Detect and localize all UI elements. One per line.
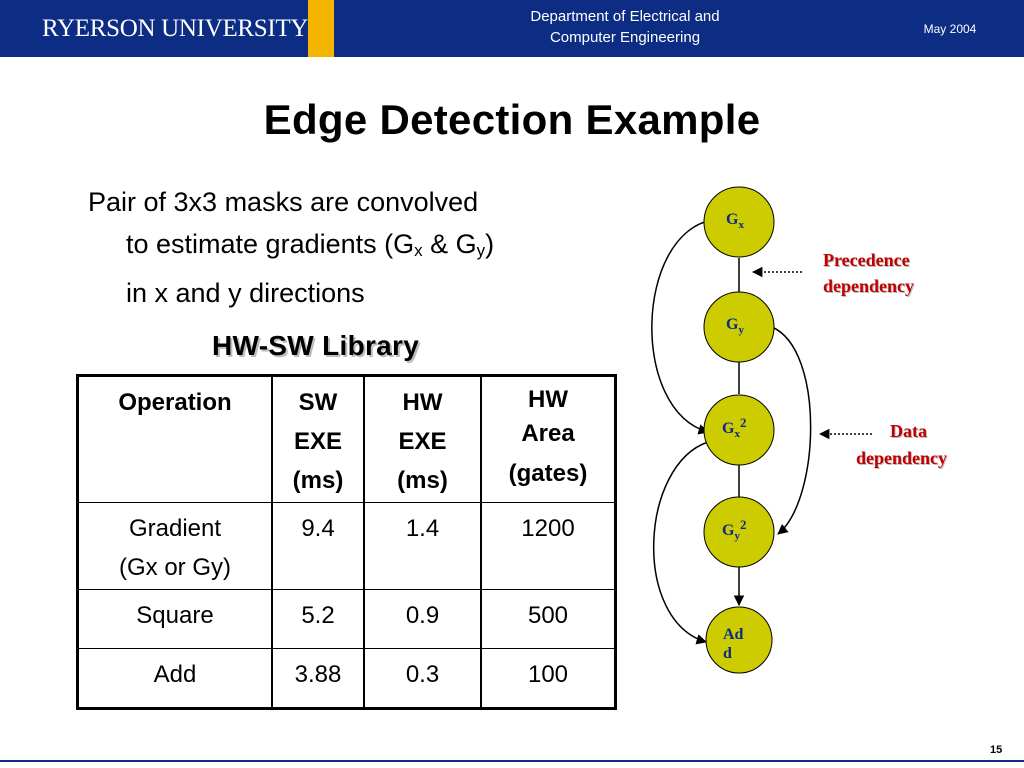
header-sw-exe: SW EXE (ms) bbox=[271, 375, 365, 503]
header-text: EXE bbox=[293, 428, 343, 455]
cell-hw-exe: 0.9 bbox=[363, 589, 482, 649]
logo-text: RYERSON UNIVERSITY bbox=[42, 14, 309, 42]
node-label: G bbox=[722, 420, 735, 437]
precedence-label-line-2: dependency bbox=[823, 276, 914, 296]
bullet-line-2-text-a: to estimate gradients (G bbox=[126, 229, 415, 259]
slide-title: Edge Detection Example bbox=[263, 96, 761, 143]
node-label: G bbox=[726, 211, 739, 228]
header-hw-exe: HW EXE (ms) bbox=[363, 375, 482, 503]
subscript-x: x bbox=[414, 241, 423, 260]
svg-text:Gy2: Gy2 bbox=[722, 517, 746, 542]
header-text: (ms) bbox=[397, 467, 448, 494]
data-label-line-1: Data bbox=[890, 421, 927, 441]
node-subscript: y bbox=[738, 324, 744, 336]
node-subscript: x bbox=[738, 219, 744, 231]
node-superscript: 2 bbox=[740, 517, 747, 532]
node-gy: Gy bbox=[703, 291, 775, 363]
bullet-line-2-text-c: ) bbox=[485, 229, 495, 259]
cell-text: Add bbox=[153, 661, 197, 688]
logo-accent-bar bbox=[308, 0, 334, 57]
slide-date: May 2004 bbox=[923, 22, 977, 36]
node-label: G bbox=[726, 316, 739, 333]
bullet-line-2-text-b: & G bbox=[422, 229, 477, 259]
bullet-text: Pair of 3x3 masks are convolved to estim… bbox=[88, 181, 628, 314]
header-text: (gates) bbox=[508, 460, 588, 487]
node-label-line-2: d bbox=[723, 645, 732, 662]
header-text: (ms) bbox=[292, 467, 344, 494]
header-operation: Operation bbox=[76, 375, 273, 503]
data-label-line-2: dependency bbox=[856, 448, 947, 468]
cell-hw-exe: 1.4 bbox=[363, 502, 482, 590]
header-hw-area: HW Area (gates) bbox=[480, 375, 617, 503]
bullet-line-3: in x and y directions bbox=[126, 278, 365, 308]
header-bar: RYERSON UNIVERSITY Department of Electri… bbox=[0, 0, 1024, 57]
cell-text: Gradient bbox=[128, 515, 222, 542]
header-text: EXE bbox=[398, 428, 447, 455]
svg-text:Gy: Gy bbox=[726, 316, 744, 336]
department-line-1: Department of Electrical and bbox=[530, 8, 720, 25]
cell-hw-area: 500 bbox=[480, 589, 617, 649]
svg-text:Gx: Gx bbox=[726, 211, 744, 231]
cell-sw-exe: 3.88 bbox=[271, 648, 365, 709]
library-heading: HW-SW Library bbox=[212, 330, 420, 361]
cell-text: (Gx or Gy) bbox=[119, 554, 231, 581]
node-gx: Gx bbox=[703, 186, 775, 258]
edge-gy-to-gy2 bbox=[771, 326, 812, 535]
dependency-graph: Gx Gy Gx2 Gy2 Ad d Precedence dependency… bbox=[651, 186, 947, 674]
node-add: Ad d bbox=[705, 606, 773, 674]
header-text: Operation bbox=[118, 389, 232, 416]
page-number: 15 bbox=[990, 744, 1003, 756]
table-row: Square 5.2 0.9 500 bbox=[76, 589, 617, 649]
cell-hw-exe: 0.3 bbox=[363, 648, 482, 709]
bullet-line-1: Pair of 3x3 masks are convolved bbox=[88, 187, 479, 217]
header-text: SW bbox=[298, 389, 338, 416]
cell-operation: Gradient (Gx or Gy) bbox=[76, 502, 273, 590]
cell-hw-area: 100 bbox=[480, 648, 617, 709]
university-logo: RYERSON UNIVERSITY bbox=[0, 0, 308, 57]
cell-hw-area: 1200 bbox=[480, 502, 617, 590]
node-gy-squared: Gy2 bbox=[703, 496, 775, 568]
table-row: Gradient (Gx or Gy) 9.4 1.4 1200 bbox=[76, 502, 617, 590]
precedence-label-line-1: Precedence bbox=[823, 250, 910, 270]
table-row: Add 3.88 0.3 100 bbox=[76, 648, 617, 709]
table-header-row: Operation SW EXE (ms) HW EXE (ms) HW Are… bbox=[76, 375, 617, 503]
bullet-line-2: to estimate gradients (Gx & Gy) bbox=[88, 223, 628, 272]
header-text: Area bbox=[521, 420, 575, 447]
cell-sw-exe: 9.4 bbox=[271, 502, 365, 590]
cell-operation: Square bbox=[76, 589, 273, 649]
header-text: HW bbox=[402, 389, 443, 416]
cell-sw-exe: 5.2 bbox=[271, 589, 365, 649]
department-line-2: Computer Engineering bbox=[549, 29, 701, 46]
node-label: Ad bbox=[723, 626, 744, 643]
hw-sw-library-table: Operation SW EXE (ms) HW EXE (ms) HW Are… bbox=[76, 374, 617, 710]
footer-divider bbox=[0, 760, 1024, 762]
node-superscript: 2 bbox=[740, 415, 747, 430]
header-text: HW bbox=[528, 386, 568, 413]
node-subscript: x bbox=[734, 428, 740, 440]
cell-text: Square bbox=[136, 602, 214, 629]
department-name: Department of Electrical and Computer En… bbox=[490, 6, 760, 48]
cell-operation: Add bbox=[76, 648, 273, 709]
edge-gx-to-gx2 bbox=[651, 219, 713, 435]
node-label: G bbox=[722, 522, 735, 539]
svg-text:Gx2: Gx2 bbox=[722, 415, 746, 440]
subscript-y: y bbox=[476, 241, 486, 260]
node-gx-squared: Gx2 bbox=[703, 394, 775, 466]
edge-gx2-to-add bbox=[653, 441, 709, 645]
node-subscript: y bbox=[734, 530, 740, 542]
